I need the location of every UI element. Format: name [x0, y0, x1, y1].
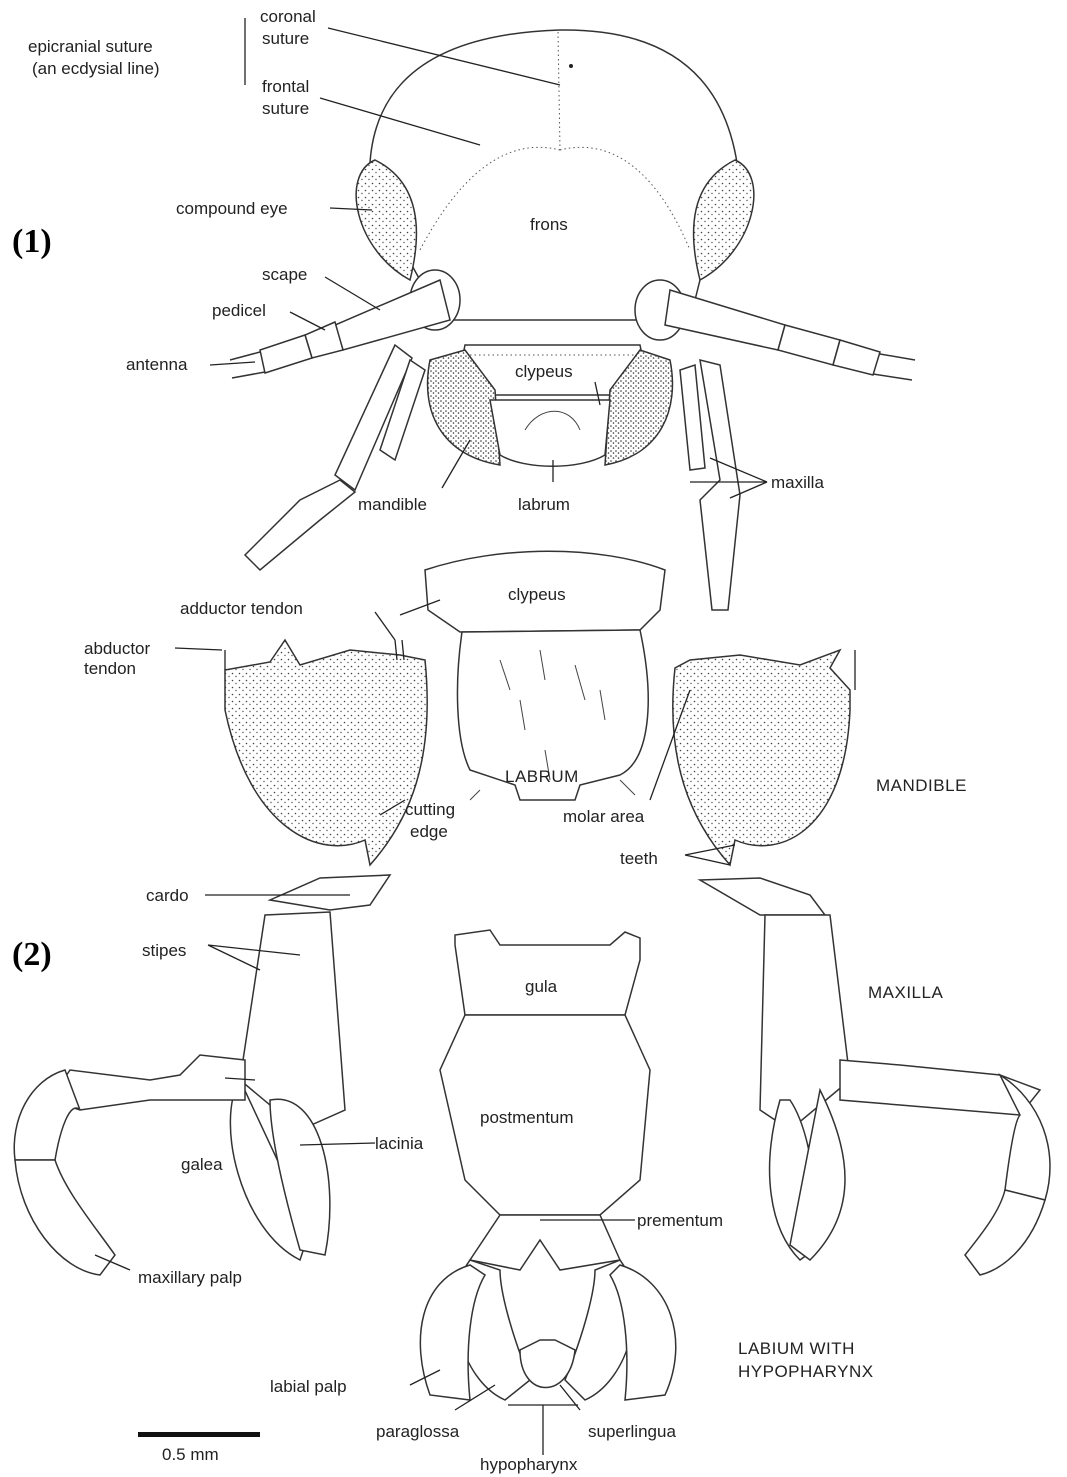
label-gula: gula: [525, 977, 558, 996]
label-clypeus-head: clypeus: [515, 362, 573, 381]
caption-maxilla: MAXILLA: [868, 983, 943, 1002]
caption-labium: LABIUM WITH: [738, 1339, 855, 1358]
label-postmentum: postmentum: [480, 1108, 574, 1127]
left-maxilla-drawing: [14, 875, 390, 1275]
panel-2-label: (2): [12, 936, 52, 973]
label-clypeus-detail: clypeus: [508, 585, 566, 604]
label-maxillary-palp: maxillary palp: [138, 1268, 242, 1287]
label-pedicel: pedicel: [212, 301, 266, 320]
label-frontal-suture: frontal: [262, 77, 309, 96]
left-antenna: [230, 280, 450, 378]
label-frons: frons: [530, 215, 568, 234]
label-stipes: stipes: [142, 941, 186, 960]
label-teeth: teeth: [620, 849, 658, 868]
label-superlingua: superlingua: [588, 1422, 676, 1441]
label-cutting-edge: cutting: [405, 800, 455, 819]
label-molar-area: molar area: [563, 807, 645, 826]
label-frontal-suture-2: suture: [262, 99, 309, 118]
label-antenna: antenna: [126, 355, 188, 374]
left-mandible-detail: [225, 640, 427, 865]
scale-bar-label: 0.5 mm: [162, 1445, 219, 1464]
label-compound-eye: compound eye: [176, 199, 288, 218]
caption-labium-2: HYPOPHARYNX: [738, 1362, 874, 1381]
label-scape: scape: [262, 265, 307, 284]
label-cardo: cardo: [146, 886, 189, 905]
label-mandible: mandible: [358, 495, 427, 514]
label-hypopharynx: hypopharynx: [480, 1455, 578, 1474]
panel-1-label: (1): [12, 223, 52, 260]
label-coronal-suture: coronal: [260, 7, 316, 26]
right-maxilla-drawing: [700, 878, 1050, 1275]
scale-bar: [138, 1432, 260, 1437]
label-adductor-tendon: adductor tendon: [180, 599, 303, 618]
label-epicranial-suture: epicranial suture: [28, 37, 153, 56]
labium-drawing: [420, 930, 675, 1400]
right-mandible-detail: [673, 650, 855, 865]
label-prementum: prementum: [637, 1211, 723, 1230]
panel-markers: (1) (2): [12, 223, 52, 973]
caption-labrum: LABRUM: [505, 767, 579, 786]
label-cutting-edge-2: edge: [410, 822, 448, 841]
head-drawing: [230, 30, 915, 610]
label-labial-palp: labial palp: [270, 1377, 347, 1396]
label-lacinia: lacinia: [375, 1134, 424, 1153]
label-coronal-suture-2: suture: [262, 29, 309, 48]
label-maxilla: maxilla: [771, 473, 824, 492]
label-galea: galea: [181, 1155, 223, 1174]
label-paraglossa: paraglossa: [376, 1422, 460, 1441]
label-labrum: labrum: [518, 495, 570, 514]
label-abductor-tendon-2: tendon: [84, 659, 136, 678]
caption-mandible: MANDIBLE: [876, 776, 967, 795]
label-epicranial-suture-note: (an ecdysial line): [32, 59, 160, 78]
label-abductor-tendon: abductor: [84, 639, 150, 658]
